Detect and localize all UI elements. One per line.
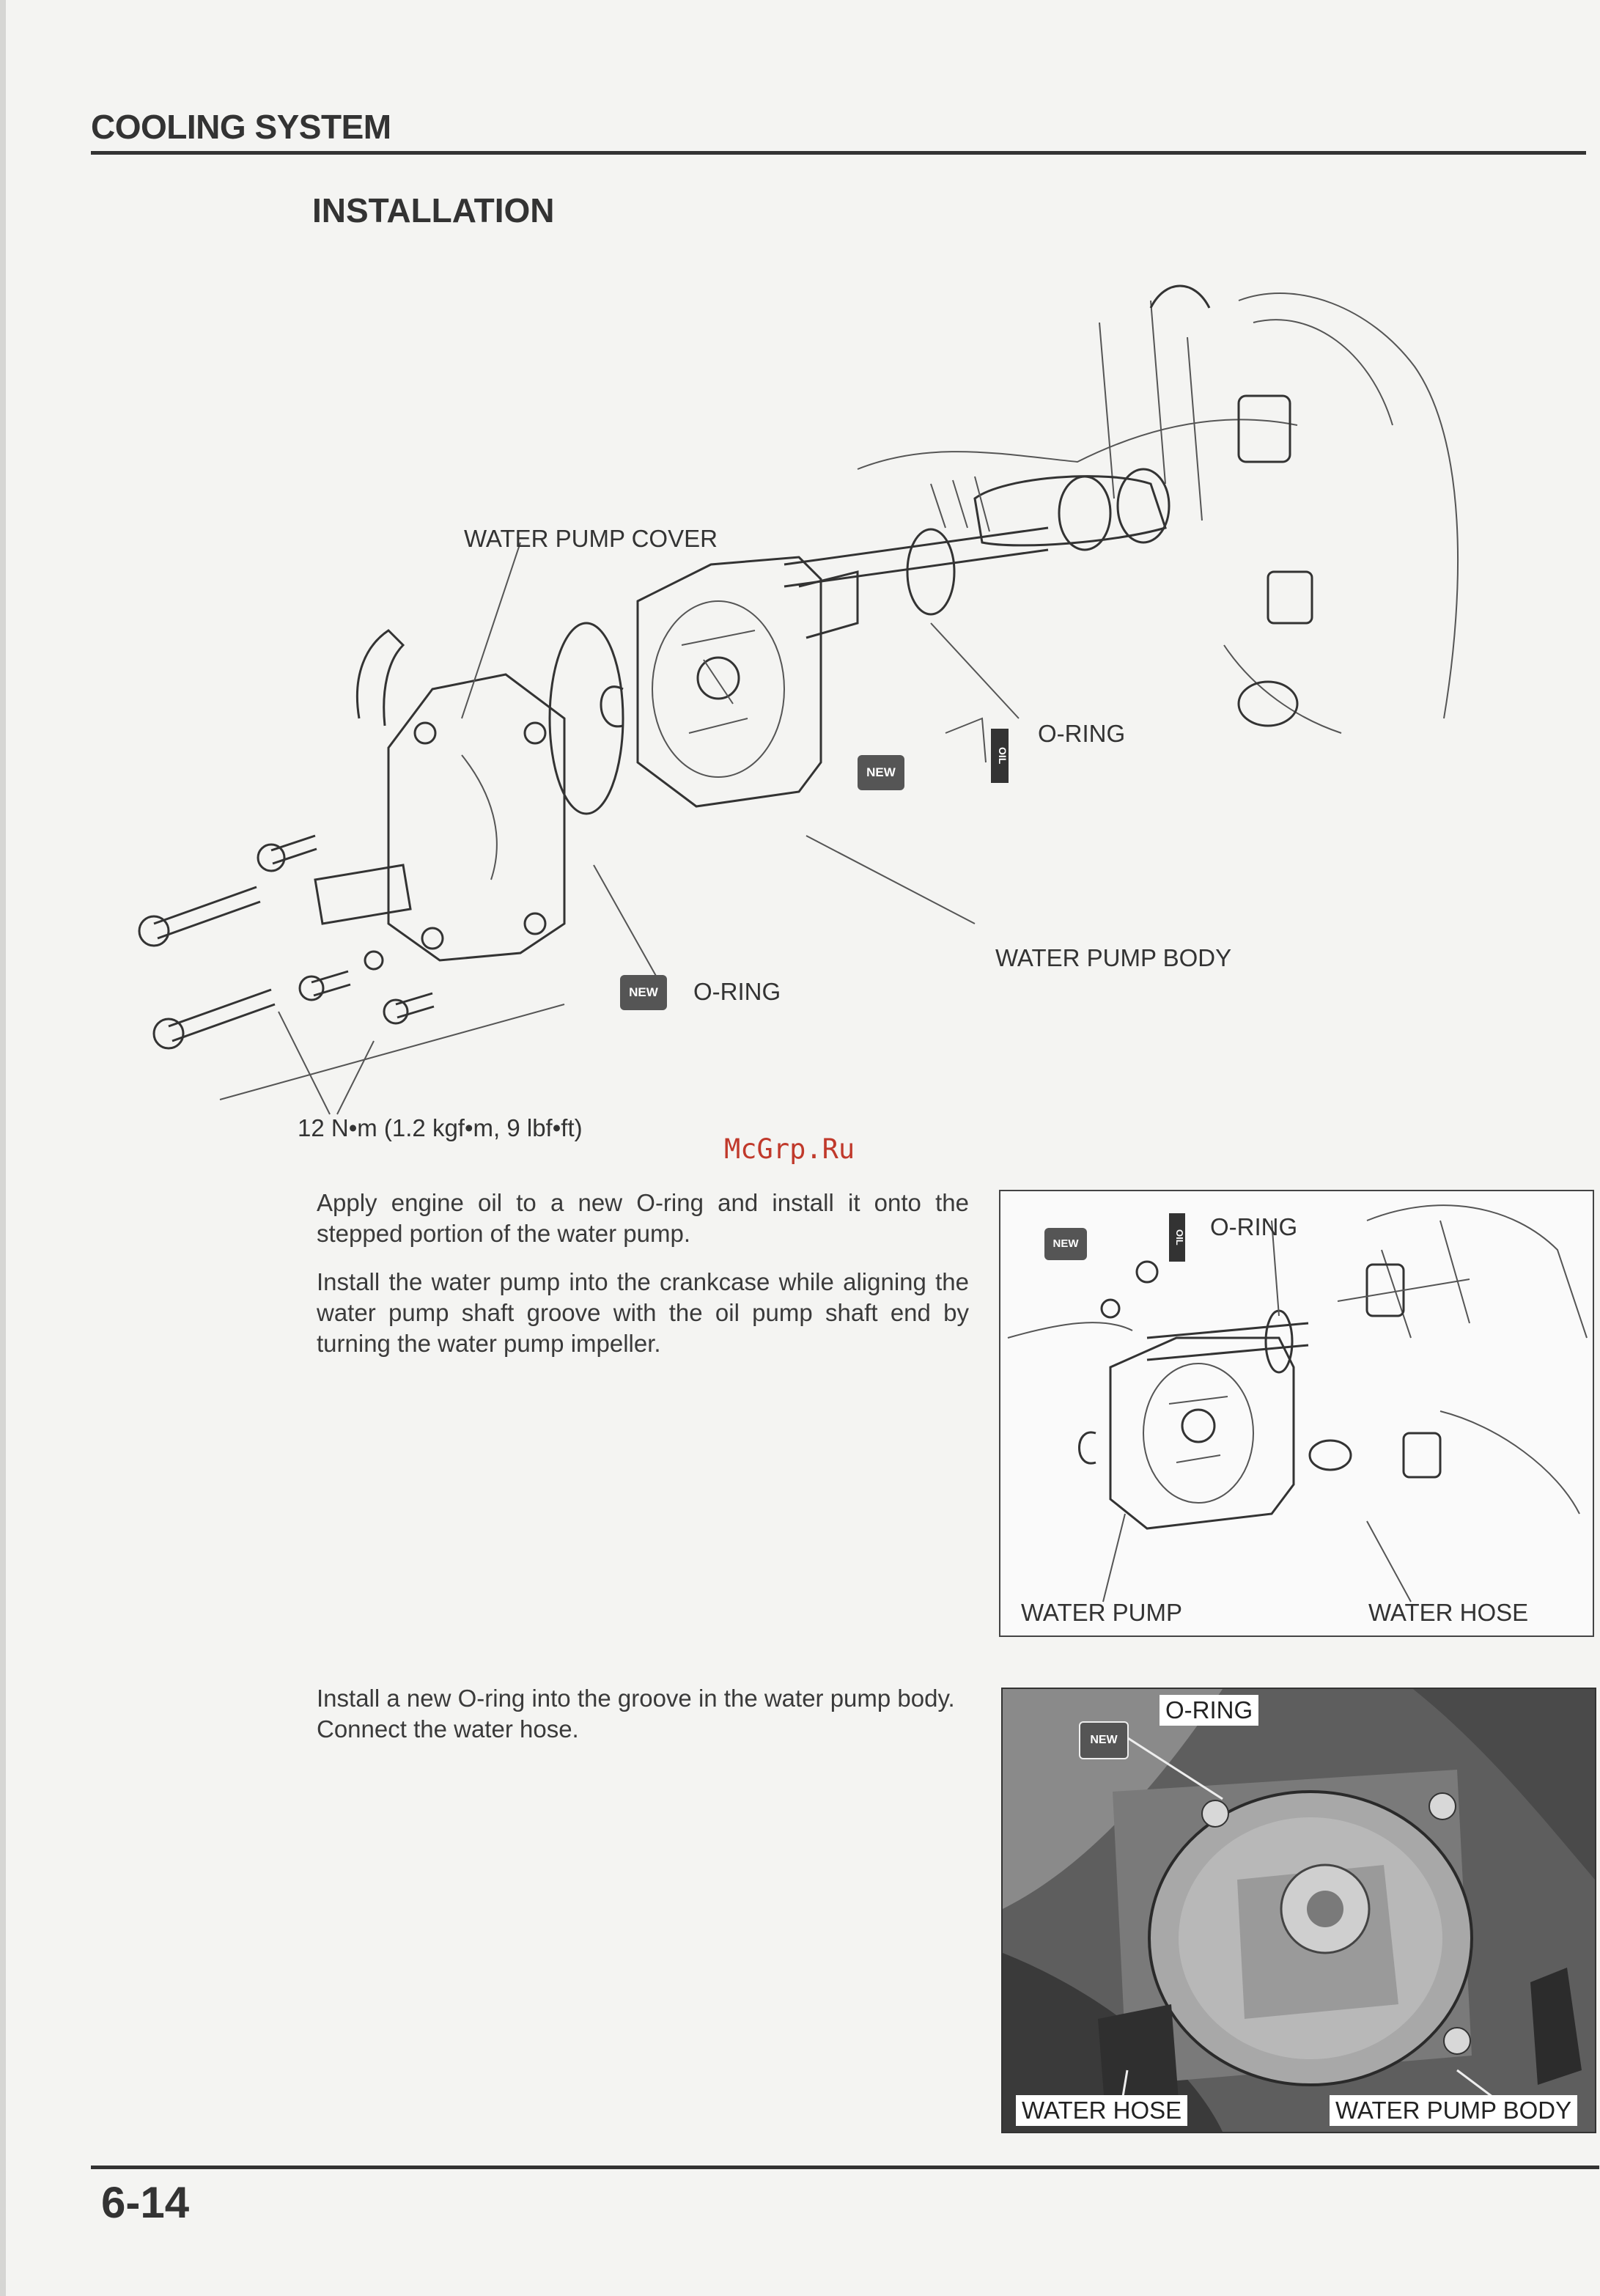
cover-bolts: [138, 834, 435, 1050]
new-part-icon: NEW: [620, 975, 667, 1010]
label-water-pump-body: WATER PUMP BODY: [995, 944, 1232, 971]
new-part-icon: NEW: [1079, 1721, 1129, 1759]
step2-label-water-pump-body: WATER PUMP BODY: [1330, 2095, 1578, 2126]
step1-text: Apply engine oil to a new O-ring and ins…: [317, 1188, 969, 1359]
label-water-pump-cover: WATER PUMP COVER: [464, 525, 718, 552]
leader-body: [805, 835, 976, 924]
water-pump-body-illustration: [600, 556, 859, 808]
leader-cover: [461, 542, 521, 719]
step1-paragraph: Install the water pump into the crankcas…: [317, 1268, 969, 1357]
torque-spec: 12 N•m (1.2 kgf•m, 9 lbf•ft): [298, 1114, 583, 1141]
step1-label-o-ring: O-RING: [1210, 1213, 1298, 1240]
new-part-icon: NEW: [858, 755, 904, 790]
step1-label-water-hose: WATER HOSE: [1368, 1599, 1529, 1626]
footer-rule: [91, 2166, 1599, 2169]
exploded-diagram: [138, 284, 1459, 1115]
step1-figure: NEW OIL O-RING WATER PUMP WATER HOSE: [999, 1190, 1594, 1637]
watermark: McGrp.Ru: [724, 1133, 855, 1165]
new-part-icon: NEW: [1044, 1228, 1087, 1260]
crankcase-illustration: [857, 284, 1459, 734]
leader-o-ring-lower: [593, 864, 660, 983]
water-pump-cover-illustration: [314, 629, 566, 962]
step2-text: Install a new O-ring into the groove in …: [317, 1683, 969, 1745]
step2-photo: NEW O-RING WATER HOSE WATER PUMP BODY: [1001, 1688, 1596, 2133]
upper-o-ring: [906, 528, 956, 616]
step1-diagram: [1007, 1204, 1588, 1603]
step2-paragraph: Connect the water hose.: [317, 1715, 579, 1743]
label-o-ring-upper: O-RING: [1038, 720, 1126, 747]
header-rule: [91, 151, 1586, 155]
step2-label-water-hose: WATER HOSE: [1016, 2095, 1188, 2126]
oil-can-icon: OIL: [1169, 1213, 1185, 1262]
page-edge-shadow: [0, 0, 6, 2296]
lower-o-ring: [548, 622, 624, 815]
section-title: COOLING SYSTEM: [91, 108, 391, 146]
label-o-ring-lower: O-RING: [693, 978, 781, 1005]
step2-photo-image: [1003, 1689, 1595, 2132]
leader-torque: [278, 1011, 375, 1115]
step2-label-o-ring: O-RING: [1160, 1695, 1259, 1726]
step1-paragraph: Apply engine oil to a new O-ring and ins…: [317, 1189, 969, 1247]
step2-paragraph: Install a new O-ring into the groove in …: [317, 1685, 955, 1712]
installation-heading: INSTALLATION: [312, 191, 555, 229]
page-number: 6-14: [101, 2178, 190, 2227]
leader-o-ring-upper: [930, 622, 1020, 719]
oil-can-icon: OIL: [991, 729, 1009, 783]
step1-label-water-pump: WATER PUMP: [1021, 1599, 1182, 1626]
